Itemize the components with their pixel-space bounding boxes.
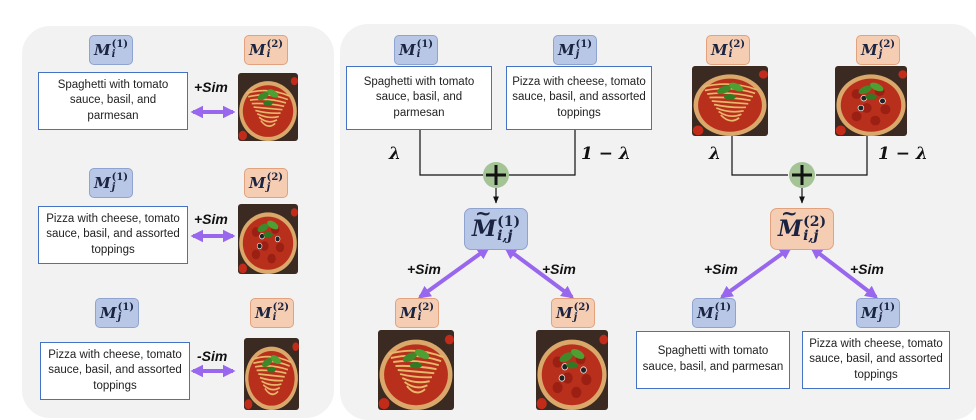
caption-pizza-left-2: Pizza with cheese, tomato sauce, basil, … xyxy=(40,342,190,400)
image-badge-j-right: M(2)j xyxy=(856,35,900,65)
sim-label-right-left: +Sim xyxy=(704,261,738,277)
text-badge-i-mid: M(1)i xyxy=(394,35,438,65)
caption-spaghetti-mid: Spaghetti with tomato sauce, basil, and … xyxy=(346,66,492,130)
lambda-label-mid: λ xyxy=(389,144,401,164)
mixed-image-badge: M(2)i,j xyxy=(770,201,834,250)
pizza-image-mid xyxy=(536,330,608,410)
text-badge-i-right: M(1)i xyxy=(692,298,736,328)
sim-arrow-mid-left xyxy=(417,246,491,299)
caption-spaghetti-right: Spaghetti with tomato sauce, basil, and … xyxy=(636,331,790,389)
lambda-line-right-2 xyxy=(816,134,868,176)
lambda-line-right xyxy=(508,130,576,176)
sim-label-neg: -Sim xyxy=(197,348,228,364)
caption-pizza-right: Pizza with cheese, tomato sauce, basil, … xyxy=(802,331,950,389)
image-badge-i-left: M(2)i xyxy=(244,35,288,65)
sim-label-mid-right: +Sim xyxy=(542,261,576,277)
text-badge-j-mid: M(1)j xyxy=(553,35,597,65)
sim-arrow-mid-right xyxy=(503,246,575,299)
caption-pizza-left: Pizza with cheese, tomato sauce, basil, … xyxy=(38,206,188,264)
spaghetti-image-right xyxy=(692,66,768,136)
image-badge-i-left-2: M(2)i xyxy=(250,298,294,328)
sim-label-pos-2: +Sim xyxy=(194,211,228,227)
image-badge-j-left: M(2)j xyxy=(244,168,288,198)
image-badge-i-mid: M(2)i xyxy=(395,298,439,328)
caption-spaghetti-left: Spaghetti with tomato sauce, basil, and … xyxy=(38,72,188,130)
sim-arrow-right-right xyxy=(809,246,879,299)
spaghetti-image-left xyxy=(238,73,298,141)
text-badge-i-left: M(1)i xyxy=(89,35,133,65)
spaghetti-image-mid xyxy=(378,330,454,410)
plus-circle-1 xyxy=(483,162,509,188)
caption-pizza-mid: Pizza with cheese, tomato sauce, basil, … xyxy=(506,66,652,130)
sim-arrow-right-left xyxy=(719,246,793,299)
text-badge-j-right: M(1)j xyxy=(856,298,900,328)
image-badge-i-right: M(2)i xyxy=(706,35,750,65)
image-badge-j-mid: M(2)j xyxy=(551,298,595,328)
spaghetti-image-left-2 xyxy=(244,338,299,410)
pizza-image-right xyxy=(835,66,907,136)
pizza-image-left xyxy=(238,204,298,274)
lambda-line-left-2 xyxy=(731,134,788,176)
plus-circle-2 xyxy=(789,162,815,188)
mixed-text-badge: M(1)i,j xyxy=(464,201,528,250)
sim-label-mid-left: +Sim xyxy=(407,261,441,277)
lambda-label-right: λ xyxy=(709,144,721,164)
one-minus-lambda-mid: 1 − λ xyxy=(581,144,631,164)
sim-label-right-right: +Sim xyxy=(850,261,884,277)
text-badge-j-left: M(1)j xyxy=(89,168,133,198)
text-badge-j-left-2: M(1)j xyxy=(95,298,139,328)
lambda-line-left xyxy=(419,130,483,176)
one-minus-lambda-right: 1 − λ xyxy=(878,144,928,164)
sim-label-pos-1: +Sim xyxy=(194,79,228,95)
